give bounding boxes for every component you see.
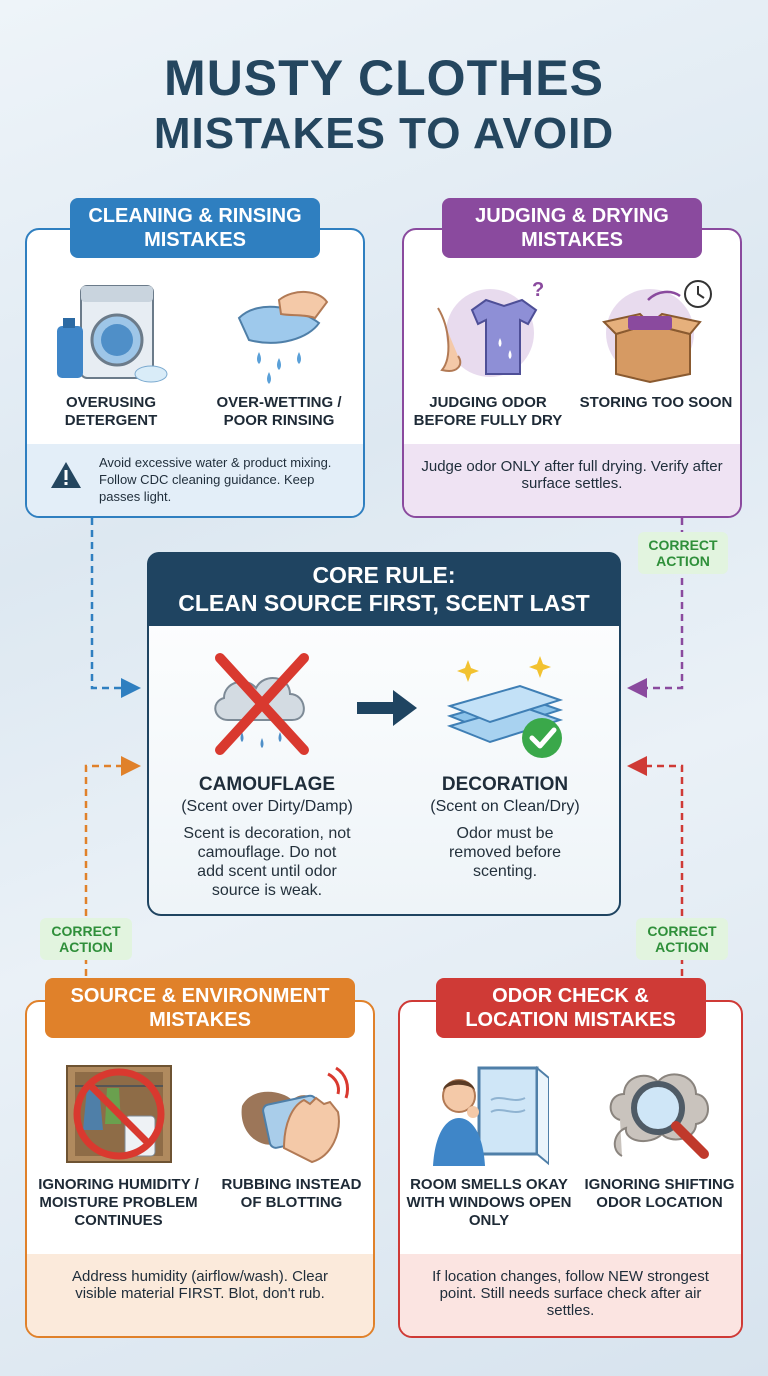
odor-panel-title: ODOR CHECK & LOCATION MISTAKES <box>435 978 706 1038</box>
cleaning-footer-text: Avoid excessive water & product mixing. … <box>99 455 332 504</box>
item-judging-odor: ? JUDGING ODOR BEFORE FULLY DRY <box>408 278 568 430</box>
clean-towels-check-icon <box>446 656 564 758</box>
item-label: IGNORING SHIFTING ODOR LOCATION <box>584 1176 735 1211</box>
judging-panel-title: JUDGING & DRYING MISTAKES <box>442 198 702 258</box>
cleaning-panel-title: CLEANING & RINSING MISTAKES <box>70 198 320 258</box>
arrow-right-icon <box>357 690 417 726</box>
connector-odor <box>627 756 684 1000</box>
washing-machine-icon <box>57 285 168 383</box>
item-label: IGNORING HUMIDITY / MOISTURE PROBLEM CON… <box>38 1176 199 1229</box>
camouflage-desc: Scent is decoration, not camouflage. Do … <box>183 825 351 899</box>
nose-damp-shirt-icon: ? <box>437 279 544 377</box>
decoration-desc: Odor must be removed before scenting. <box>448 825 562 880</box>
wringing-cloth-icon <box>237 291 329 384</box>
item-label: JUDGING ODOR BEFORE FULLY DRY <box>413 394 563 429</box>
title-line-1: MUSTY CLOTHES <box>164 50 604 106</box>
correct-action-tag-mid-left: CORRECT ACTION <box>40 918 132 960</box>
core-title-line-2: CLEAN SOURCE FIRST, SCENT LAST <box>178 590 590 616</box>
cleaning-panel-footer: Avoid excessive water & product mixing. … <box>27 444 363 516</box>
item-ignoring-humidity: IGNORING HUMIDITY / MOISTURE PROBLEM CON… <box>34 1060 204 1230</box>
source-panel-footer: Address humidity (airflow/wash). Clear v… <box>27 1254 373 1336</box>
page-title: MUSTY CLOTHES MISTAKES TO AVOID <box>0 52 768 157</box>
item-label: RUBBING INSTEAD OF BLOTTING <box>221 1176 362 1211</box>
item-label: ROOM SMELLS OKAY WITH WINDOWS OPEN ONLY <box>406 1176 572 1229</box>
source-environment-panel: SOURCE & ENVIRONMENT MISTAKES IGNORING H… <box>25 978 375 1338</box>
source-panel-title: SOURCE & ENVIRONMENT MISTAKES <box>45 978 355 1038</box>
camouflage-name: CAMOUFLAGE <box>198 774 336 795</box>
svg-text:?: ? <box>532 279 544 301</box>
decoration-sub: (Scent on Clean/Dry) <box>430 798 580 815</box>
core-rule-panel: CORE RULE: CLEAN SOURCE FIRST, SCENT LAS… <box>147 552 621 916</box>
connector-judge <box>627 518 684 698</box>
item-label: OVER-WETTING / POOR RINSING <box>216 394 342 429</box>
open-window-icon <box>433 1065 549 1166</box>
rubbing-hand-icon <box>241 1066 349 1164</box>
camouflage-column: CAMOUFLAGE (Scent over Dirty/Damp) Scent… <box>167 646 367 900</box>
judging-drying-panel: JUDGING & DRYING MISTAKES ? JUDGING ODOR… <box>402 198 742 518</box>
judging-panel-footer: Judge odor ONLY after full drying. Verif… <box>404 444 740 516</box>
item-room-smells-okay: ROOM SMELLS OKAY WITH WINDOWS OPEN ONLY <box>407 1060 572 1230</box>
connector-clean <box>90 518 141 698</box>
decoration-name: DECORATION <box>441 774 569 795</box>
connector-source <box>84 756 141 1000</box>
correct-action-tag-top-right: CORRECT ACTION <box>638 532 728 574</box>
warning-icon <box>51 462 81 488</box>
odor-check-location-panel: ODOR CHECK & LOCATION MISTAKES ROOM SMEL… <box>398 978 743 1338</box>
item-over-wetting: OVER-WETTING / POOR RINSING <box>199 278 359 430</box>
humid-closet-icon <box>65 1065 172 1163</box>
camouflage-sub: (Scent over Dirty/Damp) <box>181 798 353 815</box>
decoration-column: DECORATION (Scent on Clean/Dry) Odor mus… <box>405 646 605 881</box>
item-label: OVERUSING DETERGENT <box>64 394 158 429</box>
core-title-line-1: CORE RULE: <box>312 562 456 588</box>
odor-panel-footer: If location changes, follow NEW stronges… <box>400 1254 741 1336</box>
item-overusing-detergent: OVERUSING DETERGENT <box>31 278 191 430</box>
item-rubbing-instead-of-blotting: RUBBING INSTEAD OF BLOTTING <box>217 1060 367 1230</box>
item-ignoring-shifting-odor: IGNORING SHIFTING ODOR LOCATION <box>585 1060 735 1230</box>
title-line-2: MISTAKES TO AVOID <box>153 108 615 158</box>
item-label: STORING TOO SOON <box>579 394 733 411</box>
magnifier-smoke-icon <box>609 1073 709 1159</box>
core-rule-title: CORE RULE: CLEAN SOURCE FIRST, SCENT LAS… <box>147 552 621 626</box>
storage-box-clock-icon <box>602 280 712 384</box>
crossed-rain-cloud-icon <box>214 653 309 755</box>
correct-action-tag-mid-right: CORRECT ACTION <box>636 918 728 960</box>
item-storing-too-soon: STORING TOO SOON <box>576 278 736 430</box>
cleaning-rinsing-panel: CLEANING & RINSING MISTAKES OVERUSING DE… <box>25 198 365 518</box>
